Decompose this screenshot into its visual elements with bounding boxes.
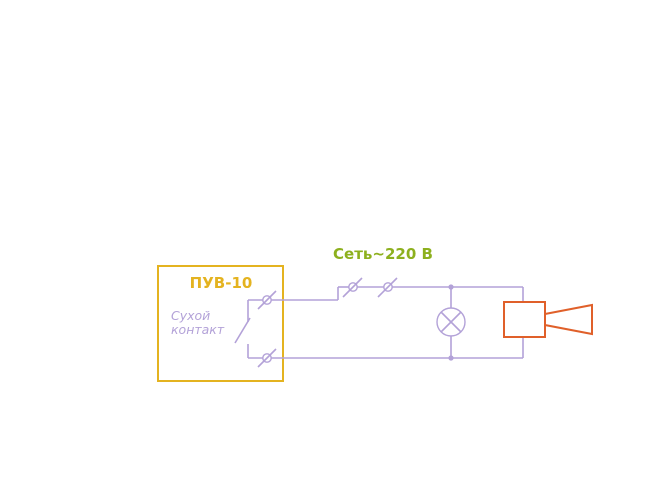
top-wire [271,286,524,302]
junction-node-bottom [448,355,454,361]
junction-node-top [448,284,454,290]
device-box [157,265,284,382]
network-terminal-1-icon [342,277,363,298]
device-terminal-bottom-icon [257,348,277,368]
siren-icon [503,301,593,338]
network-terminal-2-icon [377,277,398,298]
lamp-icon [436,307,466,337]
device-title: ПУВ-10 [190,274,253,292]
bottom-wire [271,337,524,359]
network-label: Сеть~220 В [333,245,433,263]
dry-contact-label-line1: Сухой [171,308,210,323]
dry-contact-switch-icon [234,299,267,359]
device-terminal-top-icon [257,290,277,310]
dry-contact-label-line2: контакт [171,322,225,337]
lamp-branch [448,284,454,361]
